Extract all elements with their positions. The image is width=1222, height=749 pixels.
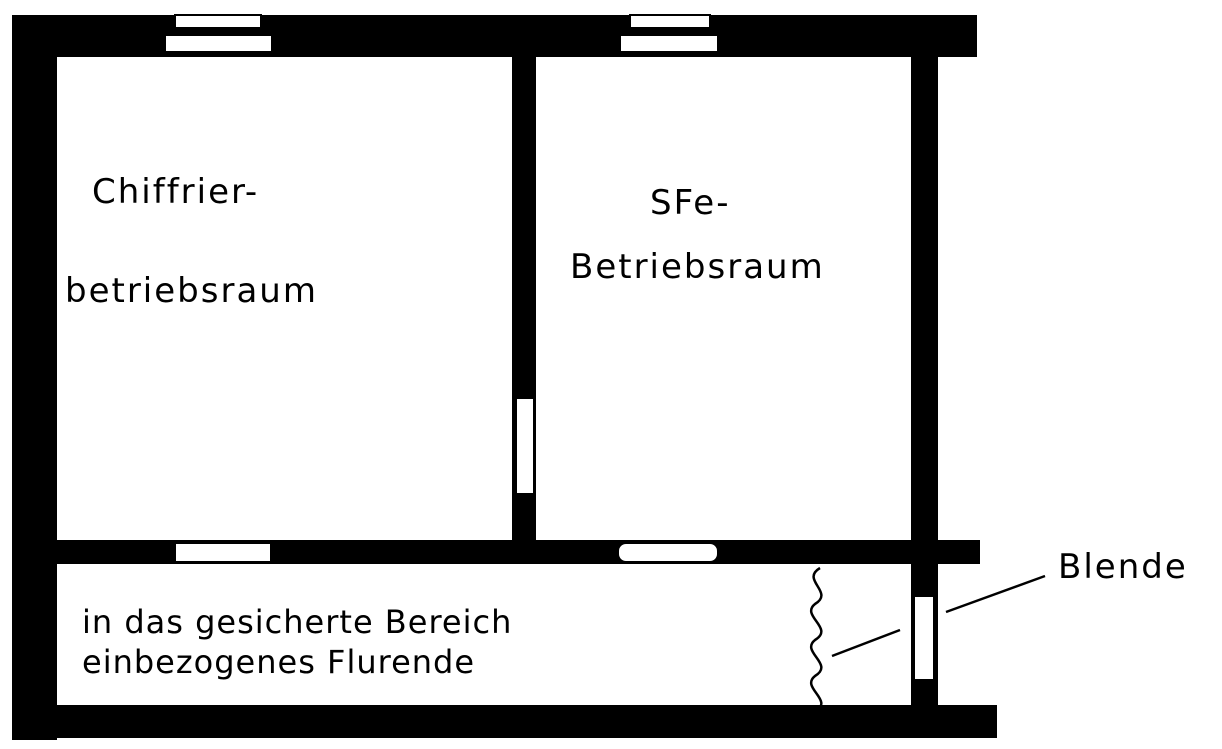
blende-leader-left xyxy=(831,628,901,658)
cipher-room-label-line2: betriebsraum xyxy=(65,271,318,311)
window-left-top-outer xyxy=(164,34,273,53)
bottom-wall xyxy=(12,705,997,738)
outer-left-wall xyxy=(12,15,57,740)
corridor-wall xyxy=(12,540,980,564)
sfe-room-label-line1: SFe- xyxy=(650,183,730,223)
sfe-room-label-line2: Betriebsraum xyxy=(570,247,825,287)
corridor-label-line1: in das gesicherte Bereich xyxy=(82,603,512,641)
window-right-top-outer xyxy=(619,34,719,53)
door-between-rooms xyxy=(515,397,535,495)
blende-opening xyxy=(913,595,935,681)
doors xyxy=(174,397,935,681)
blende-label: Blende xyxy=(1058,547,1188,587)
top-wall xyxy=(12,15,977,57)
window-left-top-inner xyxy=(174,14,262,29)
door-cipher-room xyxy=(174,542,272,563)
cipher-room-label-line1: Chiffrier- xyxy=(92,172,259,212)
door-sfe-room xyxy=(617,542,719,563)
blende-leader-right xyxy=(945,574,1046,614)
blende-curtain xyxy=(810,566,823,714)
window-right-top-inner xyxy=(629,14,711,29)
top-windows xyxy=(164,14,719,53)
corridor-label-line2: einbezogenes Flurende xyxy=(82,643,475,681)
